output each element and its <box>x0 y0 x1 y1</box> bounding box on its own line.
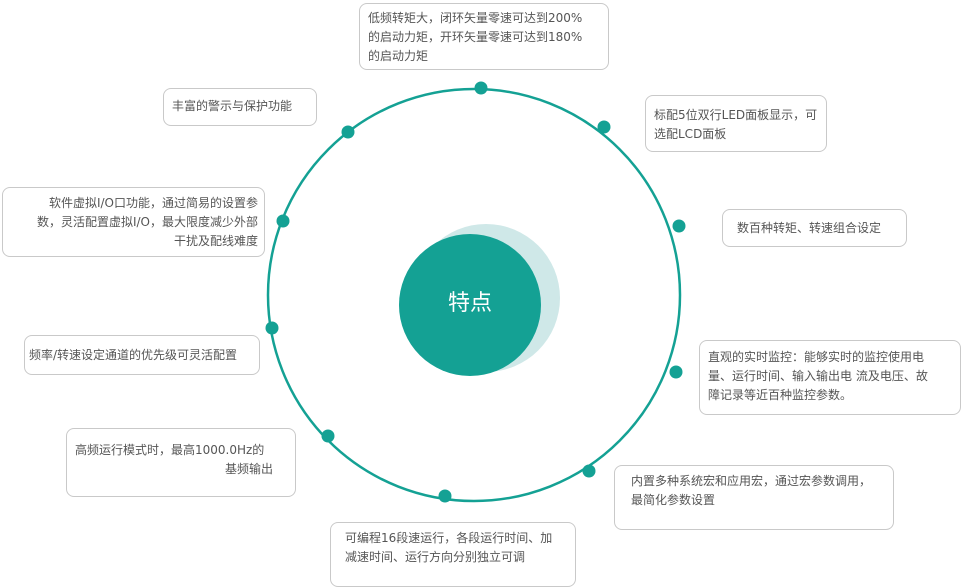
ring-dot <box>265 321 279 335</box>
feature-text: 的启动力矩 <box>368 49 429 63</box>
feature-text: 量、运行时间、输入输出电 流及电压、故 <box>708 369 928 383</box>
feature-text: 选配LCD面板 <box>654 127 727 141</box>
feature-text: 频率/转速设定通道的优先级可灵活配置 <box>29 348 238 362</box>
feature-text: 的启动力矩，开环矢量零速可达到180% <box>368 30 583 44</box>
feature-text: 丰富的警示与保护功能 <box>172 99 293 113</box>
feature-text: 直观的实时监控：能够实时的监控使用电 <box>708 350 925 364</box>
feature-text: 内置多种系统宏和应用宏，通过宏参数调用， <box>631 474 872 488</box>
feature-text: 低频转矩大，闭环矢量零速可达到200% <box>368 11 583 25</box>
feature-text: 最简化参数设置 <box>631 493 716 507</box>
feature-text: 减速时间、运行方向分别独立可调 <box>345 550 526 564</box>
feature-text: 干扰及配线难度 <box>173 234 258 248</box>
ring-dot <box>672 219 686 233</box>
ring-dot <box>669 365 683 379</box>
feature-panel: 标配5位双行LED面板显示，可选配LCD面板 <box>645 95 827 152</box>
feature-text: 软件虚拟I/O口功能，通过简易的设置参 <box>48 196 258 210</box>
feature-text: 基频输出 <box>224 462 273 476</box>
ring <box>266 87 682 503</box>
feature-text: 标配5位双行LED面板显示，可 <box>654 108 818 122</box>
feature-combination: 数百种转矩、转速组合设定 <box>722 209 907 247</box>
ring-dot <box>341 125 355 139</box>
feature-text: 障记录等近百种监控参数。 <box>708 388 853 402</box>
feature-virtual-io: 软件虚拟I/O口功能，通过简易的设置参数，灵活配置虚拟I/O，最大限度减少外部干… <box>2 187 265 257</box>
feature-macros: 内置多种系统宏和应用宏，通过宏参数调用， 最简化参数设置 <box>614 465 894 530</box>
ring-dot <box>597 120 611 134</box>
ring-dot <box>438 489 452 503</box>
feature-text: 可编程16段速运行，各段运行时间、加 <box>345 531 553 545</box>
ring-dot <box>276 214 290 228</box>
center-circle <box>399 234 541 376</box>
feature-multispeed: 可编程16段速运行，各段运行时间、加减速时间、运行方向分别独立可调 <box>330 522 576 587</box>
feature-text: 数百种转矩、转速组合设定 <box>737 221 882 235</box>
feature-high-frequency: 高频运行模式时，最高1000.0Hz的基频输出 <box>66 428 296 497</box>
center-label: 特点 <box>447 291 492 316</box>
feature-monitoring: 直观的实时监控：能够实时的监控使用电量、运行时间、输入输出电 流及电压、故障记录… <box>699 340 961 415</box>
feature-text: 高频运行模式时，最高1000.0Hz的 <box>75 443 265 457</box>
feature-torque: 低频转矩大，闭环矢量零速可达到200% 的启动力矩，开环矢量零速可达到180% 的启… <box>359 3 609 70</box>
feature-priority: 频率/转速设定通道的优先级可灵活配置 <box>24 335 260 375</box>
ring-dot <box>582 464 596 478</box>
ring-dot <box>474 81 488 95</box>
feature-protection: 丰富的警示与保护功能 <box>163 88 317 126</box>
ring-dot <box>321 429 335 443</box>
feature-text: 数，灵活配置虚拟I/O，最大限度减少外部 <box>36 215 258 229</box>
